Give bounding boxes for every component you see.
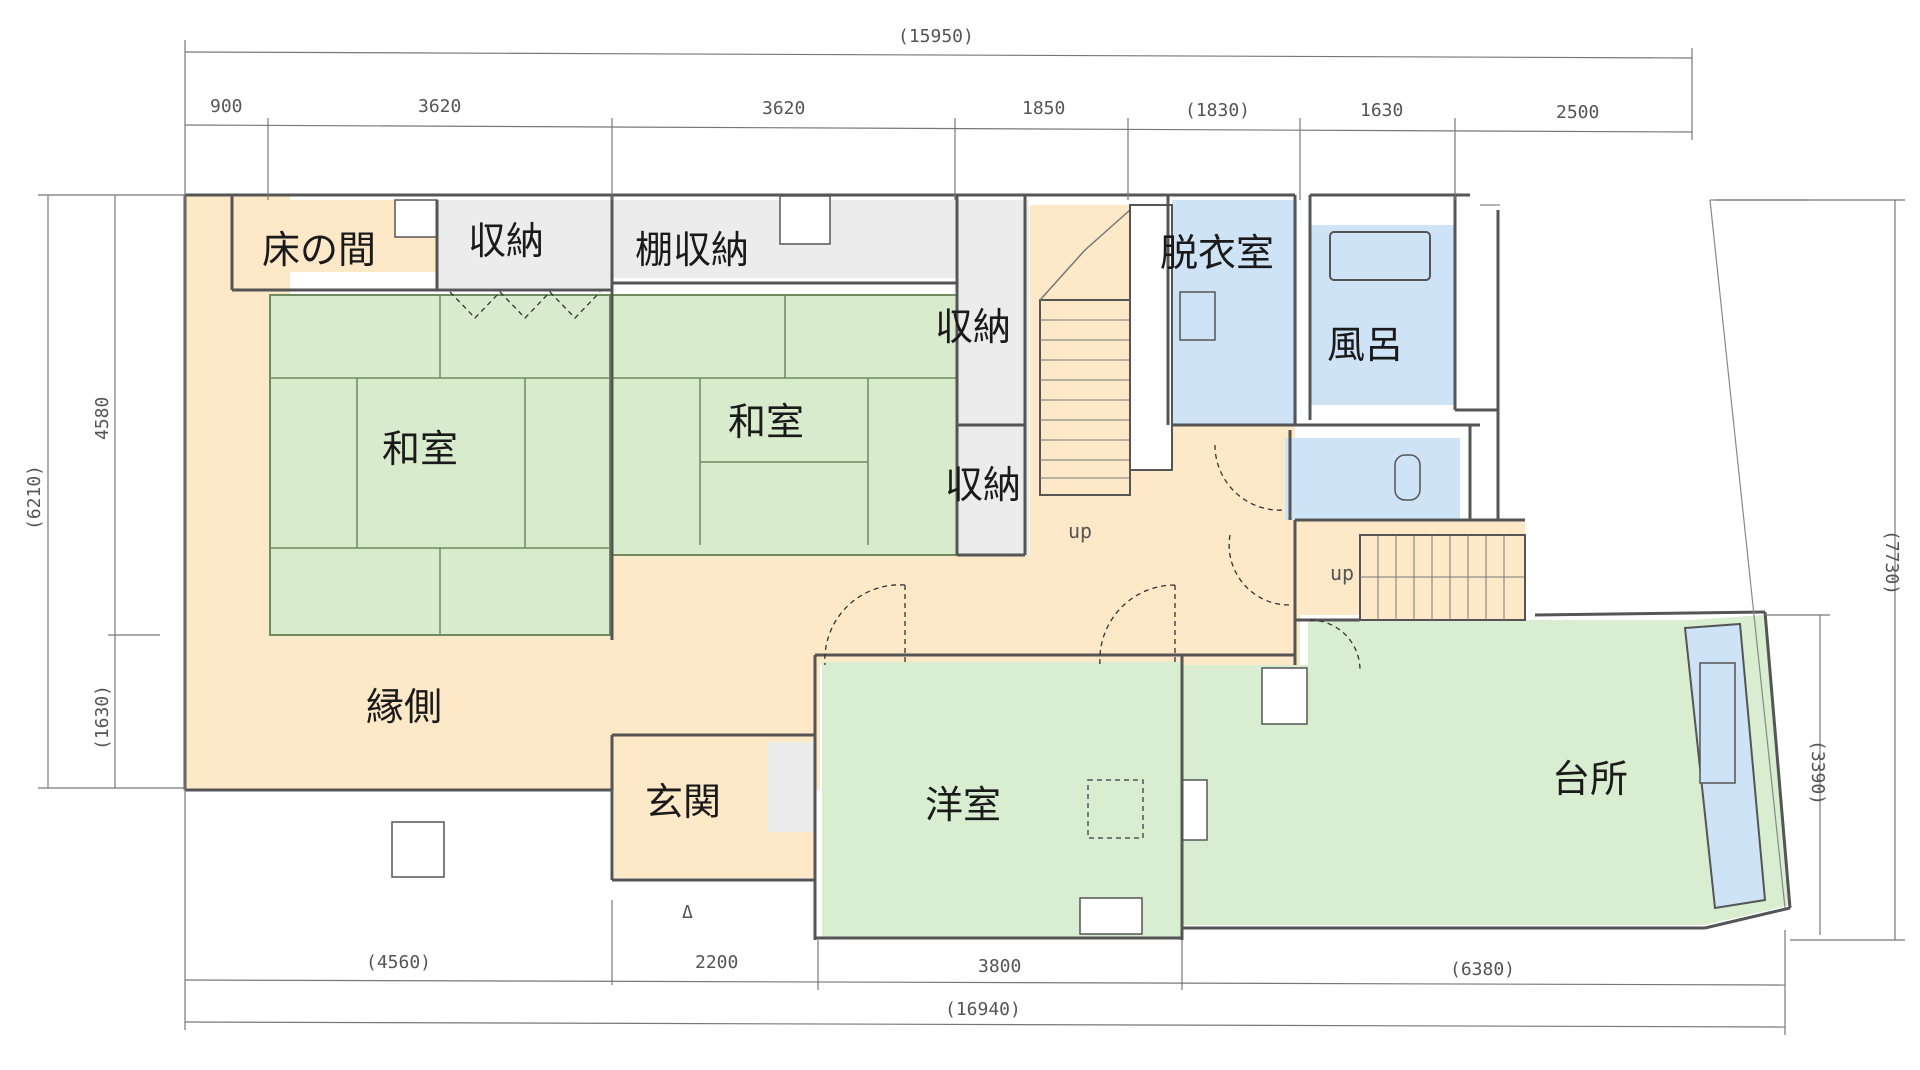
dim-top-5: 1630 <box>1360 100 1403 121</box>
dim-left-lower: (1630) <box>92 685 113 750</box>
door-swing[interactable] <box>824 584 906 666</box>
stairs-main <box>1039 204 1173 496</box>
tokonoma-label: 床の間 <box>262 228 376 272</box>
youshitsu-window-box <box>1181 779 1208 841</box>
washbasin <box>1179 291 1216 341</box>
storage-top-label: 収納 <box>468 219 544 263</box>
dim-bottom-total-line <box>184 1021 1786 1028</box>
stairs-up-label-rear: up <box>1330 561 1354 585</box>
stair-winder <box>1039 209 1131 301</box>
dim-top-2: 3620 <box>762 98 805 119</box>
stairs-rear <box>1359 534 1526 621</box>
youshitsu-bay <box>1079 897 1143 935</box>
dim-bottom-3: (6380) <box>1450 959 1515 980</box>
dim-top-4: (1830) <box>1185 100 1250 121</box>
bathtub <box>1329 231 1431 281</box>
guide-line <box>1709 199 1786 909</box>
genkan-label: 玄関 <box>645 780 721 824</box>
toilet-fill <box>1285 438 1460 520</box>
sliding-door-marks[interactable] <box>449 291 601 319</box>
shelf-storage-label: 棚収納 <box>635 228 749 272</box>
youshitsu-fill <box>822 662 1182 937</box>
door-swing[interactable] <box>1228 534 1291 606</box>
washitsu-left-label: 和室 <box>382 427 458 471</box>
wall <box>1534 610 1766 617</box>
stair-landing-wall <box>1129 204 1173 471</box>
dimension-lines <box>38 40 1905 1035</box>
doors <box>449 291 1361 671</box>
dim-top-0: 900 <box>210 96 243 117</box>
wall <box>1704 906 1791 930</box>
dim-top-line <box>184 124 1693 133</box>
stairs-main-outline <box>1039 299 1131 496</box>
entry-mark: Δ <box>682 902 693 923</box>
dim-top-6: 2500 <box>1556 102 1599 123</box>
room-labels: 床の間 収納 棚収納 収納 収納 脱衣室 風呂 和室 和室 縁側 玄関 洋室 台… <box>262 219 1628 923</box>
dim-top-total: (15950) <box>898 26 974 47</box>
youshitsu-label: 洋室 <box>925 783 1001 827</box>
door-swing[interactable] <box>1309 619 1361 671</box>
dim-bottom-2: 3800 <box>978 956 1021 977</box>
dim-left-upper: 4580 <box>92 397 113 440</box>
genkan-step <box>768 742 814 832</box>
column-post <box>1261 667 1308 725</box>
washitsu-right-label: 和室 <box>728 400 804 444</box>
washitsu-left <box>269 294 611 636</box>
kitchen-fill <box>1182 615 1790 925</box>
storage-mid-lower-label: 収納 <box>945 463 1021 507</box>
door-swing[interactable] <box>1214 444 1286 511</box>
bath-label: 風呂 <box>1327 323 1403 367</box>
dim-top-total-line <box>184 51 1693 59</box>
storage-mid-fill <box>957 200 1029 555</box>
youshitsu-dashed-square <box>1087 779 1144 839</box>
dim-top-3: 1850 <box>1022 98 1065 119</box>
toilet-bowl <box>1394 454 1421 501</box>
dim-bottom-1: 2200 <box>695 952 738 973</box>
dim-bottom-line <box>184 979 1786 986</box>
dimension-text: (15950) 900 3620 3620 1850 (1830) 1630 2… <box>24 26 1902 1020</box>
dim-bottom-total: (16940) <box>945 999 1021 1020</box>
kitchen-label: 台所 <box>1552 757 1628 801</box>
dim-left-outer: (6210) <box>24 465 45 530</box>
stepping-stone <box>391 821 445 878</box>
wall <box>1763 611 1792 909</box>
stairs-up-label: up <box>1068 519 1092 543</box>
dim-right-outer: (7730) <box>1881 530 1902 595</box>
alcove-post-top <box>779 195 831 245</box>
dim-bottom-0: (4560) <box>366 952 431 973</box>
kitchen-sink <box>1699 662 1736 784</box>
dim-right-inner: (3390) <box>1807 740 1828 805</box>
tokonoma-post <box>394 199 438 238</box>
storage-mid-upper-label: 収納 <box>935 305 1011 349</box>
dim-top-1: 3620 <box>418 96 461 117</box>
storage-top-fill <box>437 200 612 288</box>
engawa-label: 縁側 <box>366 685 442 729</box>
dressing-label: 脱衣室 <box>1160 231 1274 275</box>
